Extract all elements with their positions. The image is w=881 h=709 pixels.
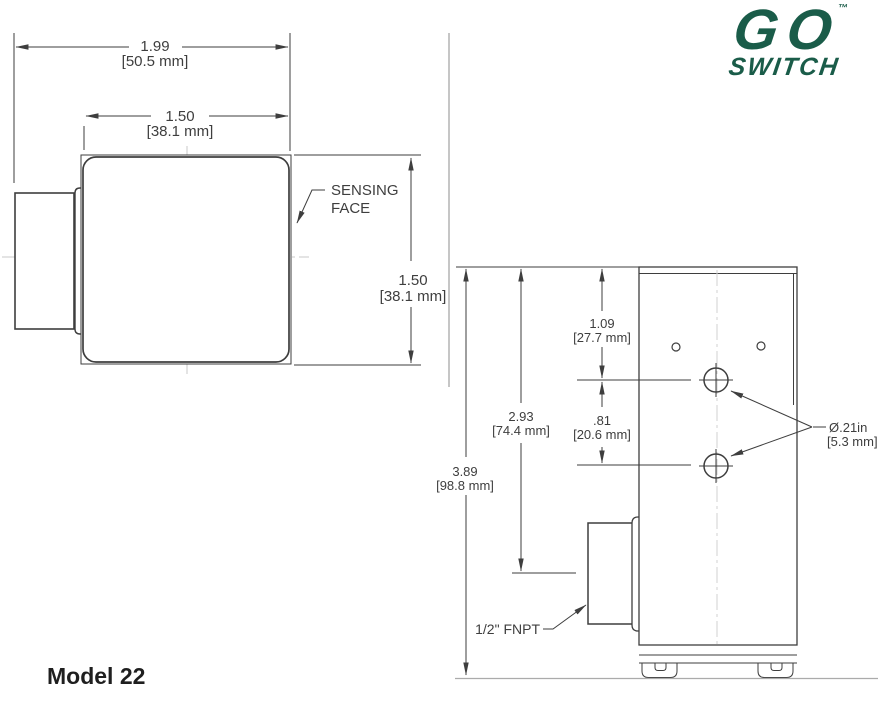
dim-hole-top-mm: [27.7 mm] (573, 330, 631, 345)
sensing-face-label-line2: FACE (331, 200, 370, 217)
side-foot-right-notch (770, 663, 783, 671)
pilot-hole-right (756, 341, 766, 351)
logo-trademark: ™ (836, 3, 849, 14)
logo-go-text: GO (729, 0, 846, 62)
go-switch-logo: GO™ SWITCH (688, 0, 881, 81)
sensing-face-outline (82, 156, 290, 363)
side-foot-left-notch (654, 663, 667, 671)
dim-port-center-in: 2.93 (508, 409, 533, 424)
mounting-hole-top-crosshair (699, 363, 733, 397)
dim-hole-spacing-in: .81 (593, 413, 611, 428)
fnpt-label: 1/2" FNPT (475, 621, 540, 637)
dim-overall-width-mm: [50.5 mm] (122, 53, 189, 70)
mounting-hole-bottom-crosshair (699, 449, 733, 483)
logo-switch-text: SWITCH (726, 53, 842, 81)
model-title: Model 22 (47, 663, 146, 689)
dim-overall-height-in: 3.89 (452, 464, 477, 479)
dim-hole-dia-mm: [5.3 mm] (827, 434, 878, 449)
front-conduit-boss (14, 192, 75, 330)
dim-hole-dia-in: Ø.21in (829, 420, 867, 435)
sensing-face-label-line1: SENSING (331, 182, 399, 199)
side-view-labels: 3.89 [98.8 mm] 2.93 [74.4 mm] 1.09 [27.7… (436, 316, 877, 637)
hole-dia-leader-bottom (730, 426, 813, 457)
dim-overall-width-in: 1.99 (140, 38, 169, 55)
side-port-step (631, 516, 639, 632)
dim-hole-top-in: 1.09 (589, 316, 614, 331)
side-foot-right (757, 663, 794, 678)
dim-face-width-in: 1.50 (165, 108, 194, 125)
sensing-face-leader (296, 189, 325, 224)
dim-port-center-mm: [74.4 mm] (492, 423, 550, 438)
dim-hole-spacing-mm: [20.6 mm] (573, 427, 631, 442)
fnpt-leader (543, 604, 587, 630)
pilot-hole-left (671, 342, 681, 352)
side-conduit-port (587, 522, 634, 625)
front-view-labels: 1.99 [50.5 mm] 1.50 [38.1 mm] 1.50 [38.1… (122, 38, 447, 305)
dim-face-height-mm: [38.1 mm] (380, 288, 447, 305)
dim-overall-height-mm: [98.8 mm] (436, 478, 494, 493)
side-foot-left (641, 663, 678, 678)
hole-dia-leader-top (730, 390, 813, 428)
front-view (2, 33, 421, 374)
dim-face-width-mm: [38.1 mm] (147, 123, 214, 140)
side-body-outline (638, 266, 798, 646)
side-view (455, 266, 878, 680)
dim-face-height-in: 1.50 (398, 272, 427, 289)
